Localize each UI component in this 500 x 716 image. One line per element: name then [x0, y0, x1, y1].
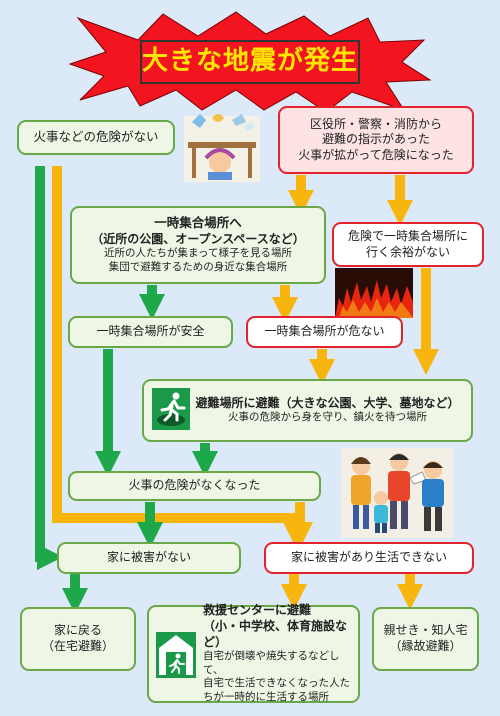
no-time-box: 危険で一時集合場所に 行く余裕がない: [332, 222, 484, 267]
relatives-line-2: （縁故避難）: [389, 639, 462, 653]
evacuation-area-box: 避難場所に避難（大きな公園、大学、墓地など） 火事の危険から身を守り、鎮火を待つ…: [142, 379, 473, 442]
temp-gather-title-2: （近所の公園、オープンスペースなど）: [91, 231, 305, 246]
person-under-table-illustration: [184, 114, 260, 182]
instruction-line-2: 避難の指示があった: [321, 132, 430, 147]
rescue-desc-1: 自宅が倒壊や焼失するなどして、: [203, 650, 340, 676]
evacuation-sign-icon: [152, 388, 190, 430]
no-danger-box: 火事などの危険がない: [17, 120, 175, 155]
rescue-desc-3: ちが一時的に生活する場所: [203, 691, 329, 704]
house-ok-box: 家に被害がない: [57, 542, 241, 574]
title-label: 大きな地震が発生: [140, 40, 360, 84]
relatives-home-box: 親せき・知人宅 （縁故避難）: [372, 607, 479, 671]
instruction-line-1: 区役所・警察・消防から: [309, 116, 442, 131]
no-danger-text: 火事などの危険がない: [33, 129, 159, 145]
temp-gather-title-1: 一時集合場所へ: [154, 215, 242, 231]
temp-danger-text: 一時集合場所が危ない: [264, 324, 385, 339]
go-home-box: 家に戻る （在宅避難）: [20, 607, 136, 671]
go-home-line-1: 家に戻る: [53, 623, 102, 638]
temp-safe-text: 一時集合場所が安全: [96, 324, 205, 339]
temp-danger-box: 一時集合場所が危ない: [246, 316, 403, 348]
fire-illustration: [335, 268, 413, 318]
fire-over-text: 火事の危険がなくなった: [128, 478, 261, 493]
evacuating-family-illustration: [341, 448, 453, 538]
instruction-line-3: 火事が拡がって危険になった: [298, 147, 454, 162]
evacuation-instruction-box: 区役所・警察・消防から 避難の指示があった 火事が拡がって危険になった: [278, 106, 474, 174]
rescue-center-box: 救援センターに避難 （小・中学校、体育施設など） 自宅が倒壊や焼失するなどして、…: [147, 603, 360, 704]
evac-area-title: 避難場所に避難（大きな公園、大学、墓地など）: [195, 395, 460, 410]
temp-gather-desc-1: 近所の人たちが集まって様子を見る場所: [103, 247, 293, 260]
no-time-line-1: 危険で一時集合場所に: [347, 228, 468, 243]
title-text: 大きな地震が発生: [142, 46, 359, 77]
rescue-title-2: （小・中学校、体育施設など）: [203, 618, 348, 649]
temporary-gathering-box: 一時集合場所へ （近所の公園、オープンスペースなど） 近所の人たちが集まって様子…: [70, 206, 326, 284]
house-damaged-box: 家に被害があり生活できない: [264, 542, 474, 574]
temp-gather-desc-2: 集団で避難するための身近な集合場所: [108, 260, 288, 273]
relatives-line-1: 親せき・知人宅: [383, 623, 468, 638]
no-time-line-2: 行く余裕がない: [365, 244, 450, 259]
house-damaged-text: 家に被害があり生活できない: [290, 550, 447, 565]
rescue-title-1: 救援センターに避難: [203, 603, 312, 618]
refuge-door-icon: [156, 632, 196, 678]
house-ok-text: 家に被害がない: [106, 550, 191, 565]
rescue-desc-2: 自宅で生活できなくなった人た: [203, 677, 350, 690]
go-home-line-2: （在宅避難）: [41, 639, 114, 653]
fire-over-box: 火事の危険がなくなった: [68, 471, 321, 501]
temp-safe-box: 一時集合場所が安全: [68, 316, 233, 348]
evac-area-desc: 火事の危険から身を守り、鎮火を待つ場所: [227, 411, 428, 424]
